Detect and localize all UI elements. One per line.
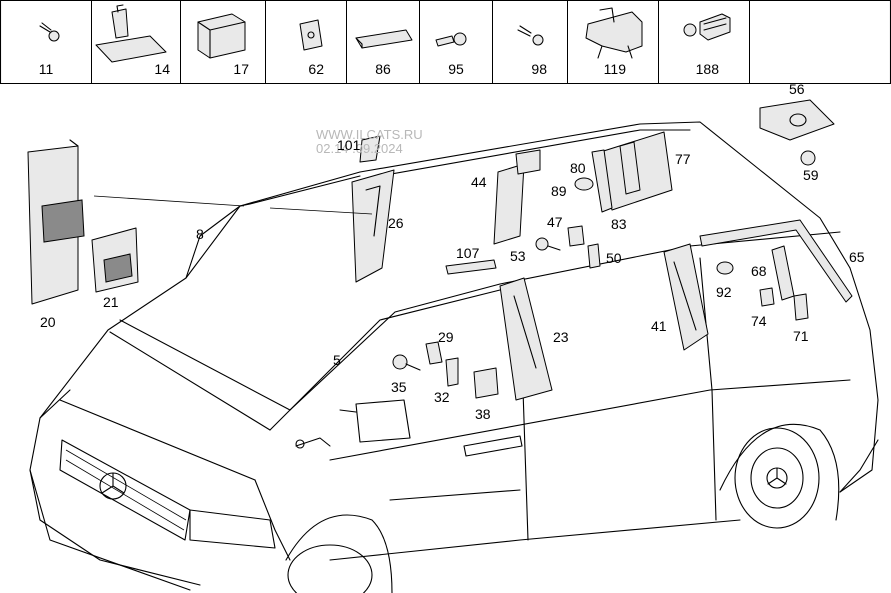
callout-59[interactable]: 59 — [803, 167, 819, 183]
part-29-clip — [425, 341, 443, 365]
part-59-nut — [800, 150, 816, 166]
screw-icon — [517, 25, 544, 46]
callout-107[interactable]: 107 — [456, 245, 480, 261]
part-number: 98 — [531, 61, 547, 77]
screw-icon — [39, 22, 60, 42]
watermark-line1: WWW.ILCATS.RU — [316, 127, 423, 142]
part-101-clip — [359, 135, 381, 163]
part-23-b-pillar — [499, 277, 553, 401]
block-icon — [197, 13, 246, 59]
callout-89[interactable]: 89 — [551, 183, 567, 199]
part-number: 95 — [448, 61, 464, 77]
callout-77[interactable]: 77 — [675, 151, 691, 167]
part-77-rear-trim — [593, 131, 673, 211]
callout-41[interactable]: 41 — [651, 318, 667, 334]
part-56-holder — [759, 99, 835, 141]
part-32-clip — [445, 357, 459, 387]
part-21-bracket — [91, 227, 139, 293]
callout-32[interactable]: 32 — [434, 389, 450, 405]
part-35-screw — [392, 354, 421, 371]
part-74-clip — [759, 287, 775, 307]
callout-68[interactable]: 68 — [751, 263, 767, 279]
header-cell: 14 — [92, 1, 181, 83]
part-20-left-trim — [27, 139, 85, 305]
header-cell: 188 — [659, 1, 750, 83]
bracket-plate-icon — [95, 4, 167, 63]
expansion-rivet-icon — [683, 13, 731, 41]
callout-21[interactable]: 21 — [103, 294, 119, 310]
part-92-grommet — [716, 261, 734, 275]
part-50-clip — [587, 243, 601, 269]
pad-icon — [355, 29, 413, 49]
part-number: 17 — [233, 61, 249, 77]
callout-26[interactable]: 26 — [388, 215, 404, 231]
callout-83[interactable]: 83 — [611, 216, 627, 232]
callout-50[interactable]: 50 — [606, 250, 622, 266]
watermark-line2: 02.14 .09.2024 — [316, 141, 403, 156]
watermark: WWW.ILCATS.RU 02.14 .09.2024 — [316, 128, 423, 156]
part-number: 14 — [154, 61, 170, 77]
part-26-pillar-trim — [351, 169, 395, 283]
part-38-clip — [473, 367, 499, 399]
callout-56[interactable]: 56 — [789, 81, 805, 97]
part-89-cap — [574, 177, 594, 191]
header-cell: 62 — [266, 1, 347, 83]
holder-bracket-icon — [585, 7, 643, 59]
clip-icon — [299, 19, 323, 51]
callout-65[interactable]: 65 — [849, 249, 865, 265]
header-cell: 119 — [568, 1, 659, 83]
callout-47[interactable]: 47 — [547, 214, 563, 230]
part-53-screw — [535, 237, 561, 251]
callout-92[interactable]: 92 — [716, 284, 732, 300]
callout-53[interactable]: 53 — [510, 248, 526, 264]
callout-74[interactable]: 74 — [751, 313, 767, 329]
part-number: 119 — [603, 61, 626, 77]
callout-101[interactable]: 101 — [337, 137, 361, 153]
rivet-icon — [435, 32, 467, 47]
header-cell: 95 — [420, 1, 493, 83]
part-71-clip — [793, 293, 809, 321]
callout-23[interactable]: 23 — [553, 329, 569, 345]
part-number: 188 — [695, 61, 719, 77]
callout-20[interactable]: 20 — [40, 314, 56, 330]
part-107-strip — [445, 259, 497, 275]
header-cell: 86 — [347, 1, 420, 83]
callout-44[interactable]: 44 — [471, 174, 487, 190]
part-number: 86 — [375, 61, 391, 77]
callout-80[interactable]: 80 — [570, 160, 586, 176]
part-65-rail — [699, 219, 853, 303]
header-cell: 98 — [493, 1, 568, 83]
part-68-clip — [771, 245, 795, 301]
callout-38[interactable]: 38 — [475, 406, 491, 422]
header-cell: 17 — [181, 1, 266, 83]
part-41-c-pillar — [663, 243, 709, 351]
callout-5[interactable]: 5 — [333, 352, 341, 368]
callout-29[interactable]: 29 — [438, 329, 454, 345]
part-47-clip — [567, 225, 585, 247]
callout-35[interactable]: 35 — [391, 379, 407, 395]
callout-8[interactable]: 8 — [196, 226, 204, 242]
part-number: 11 — [38, 61, 54, 77]
part-80-trim — [591, 149, 613, 213]
part-number: 62 — [308, 61, 324, 77]
header-cell: 11 — [1, 1, 92, 83]
van-body-outline — [29, 121, 879, 593]
callout-71[interactable]: 71 — [793, 328, 809, 344]
part-44-trim — [493, 149, 541, 245]
